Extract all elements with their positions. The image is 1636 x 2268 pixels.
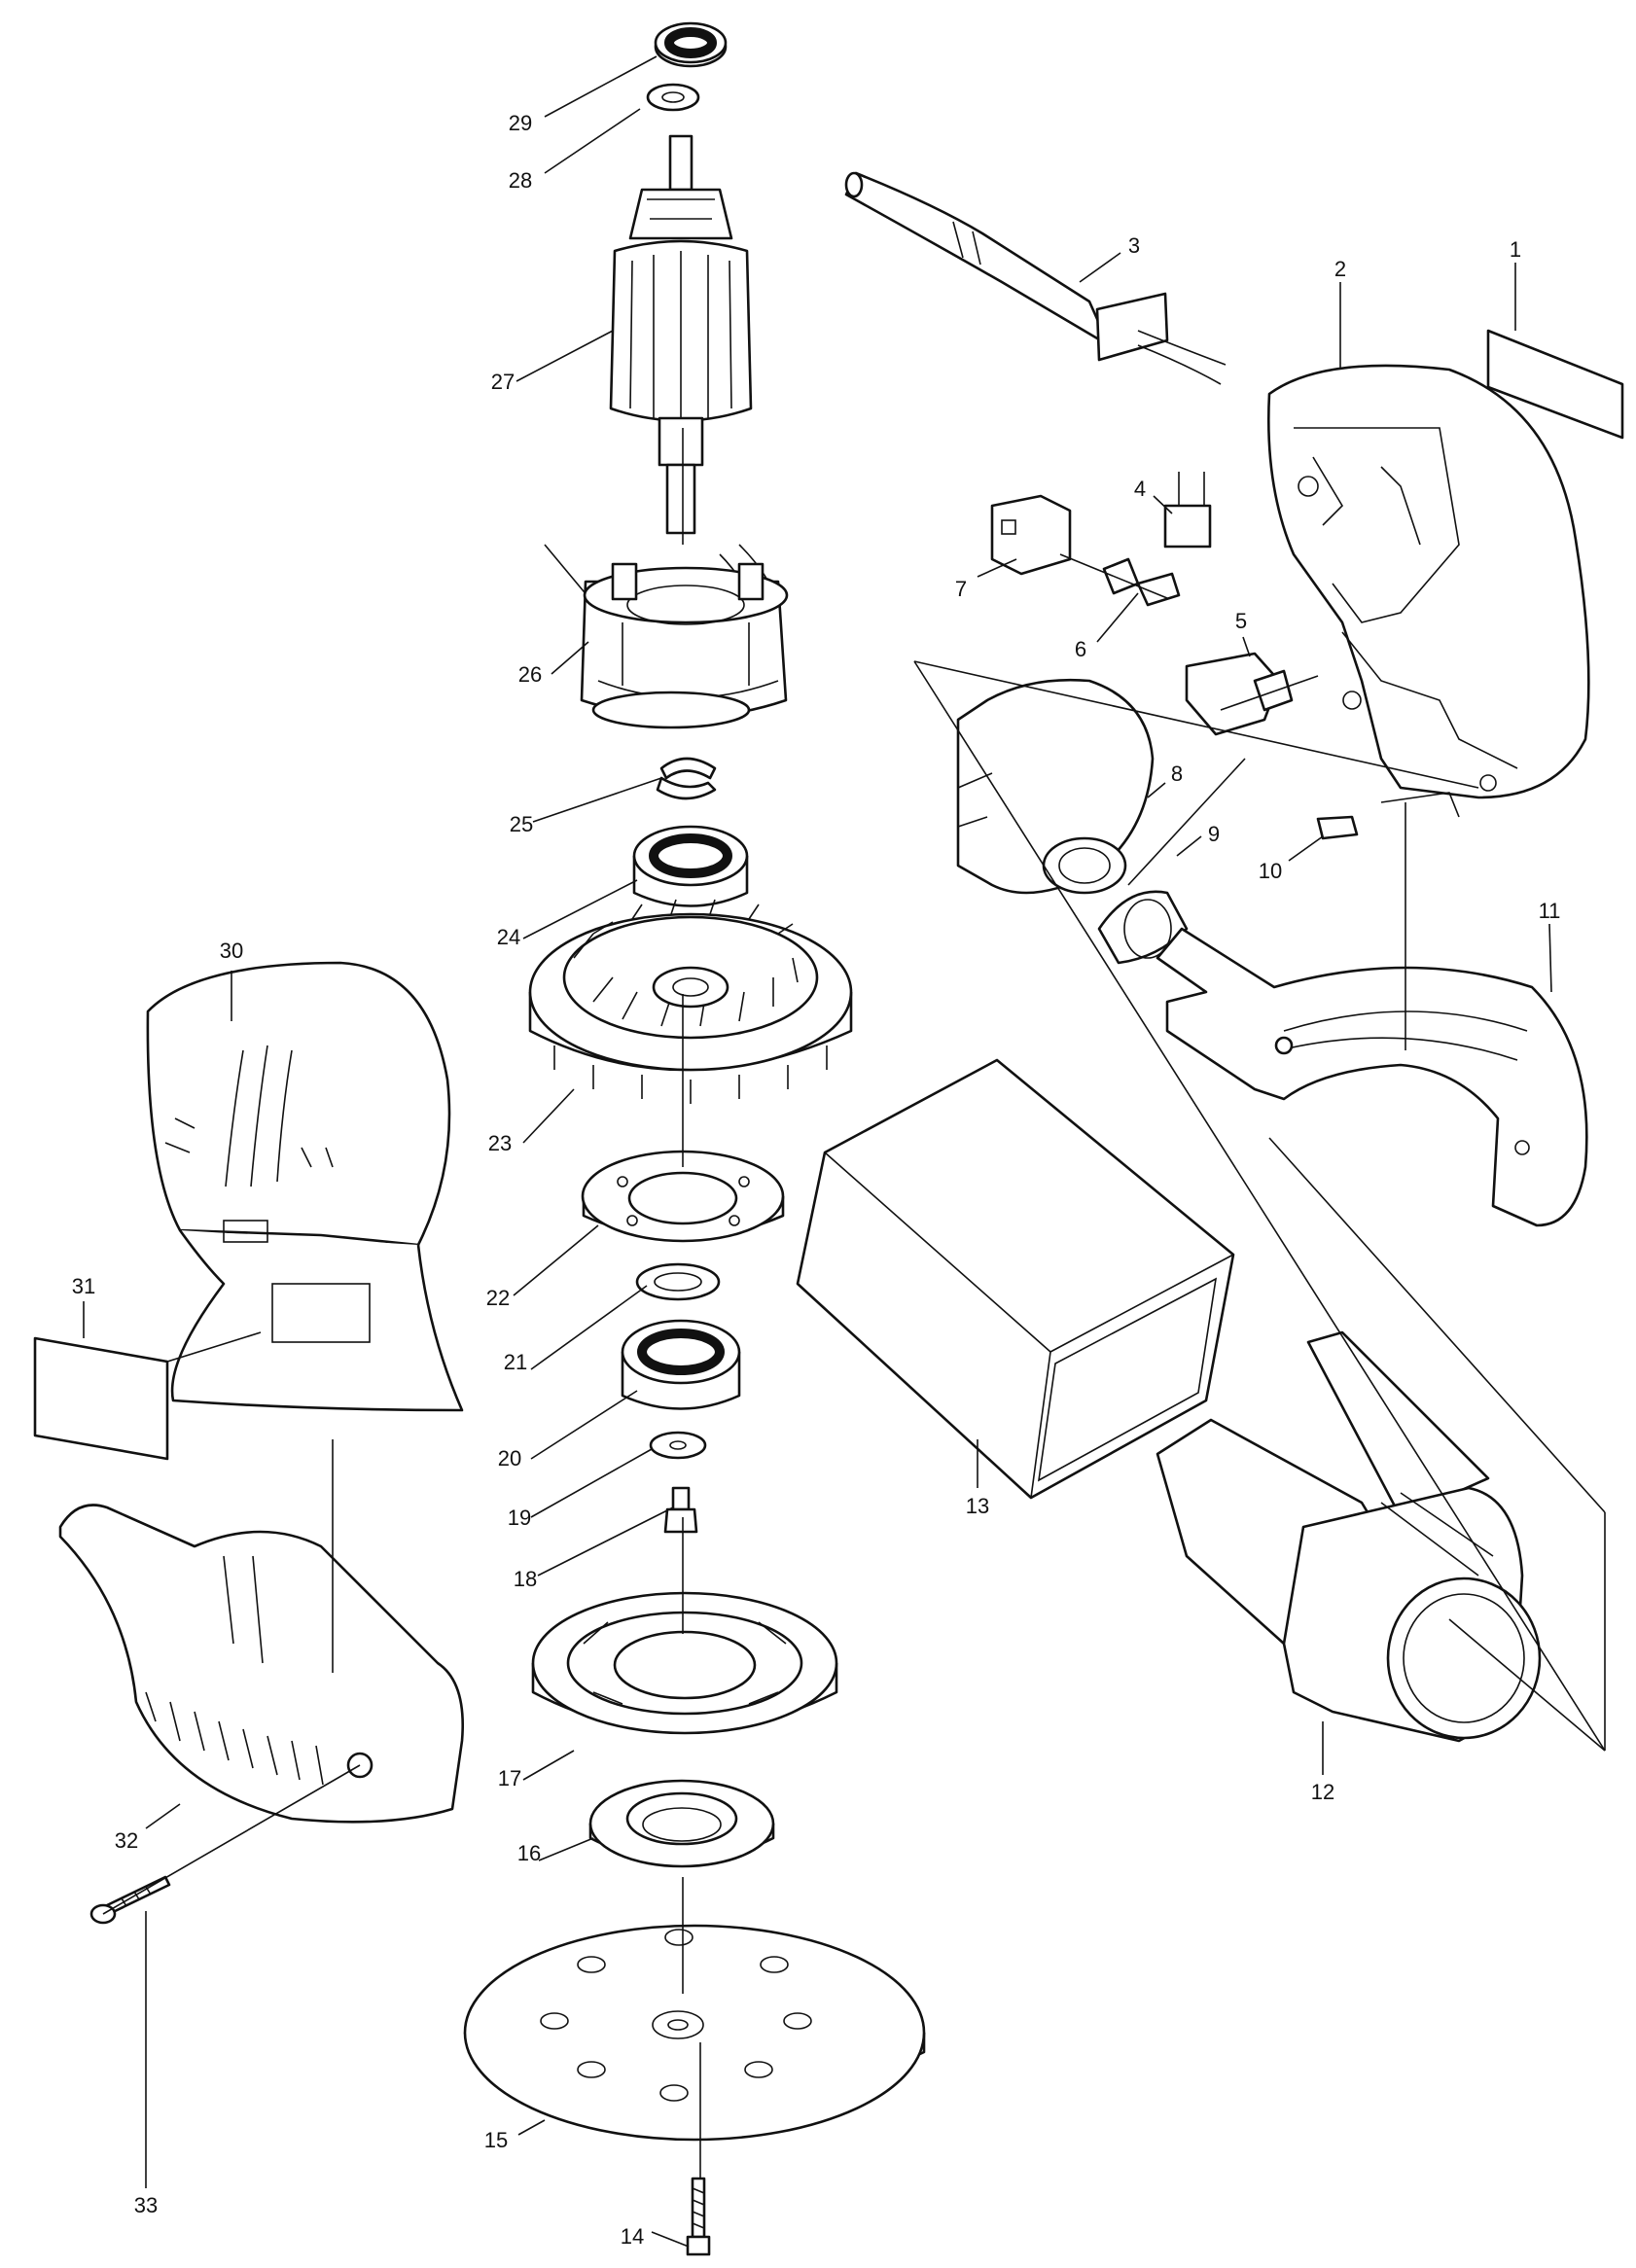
part-23-fan [528,899,853,1104]
assembly-guide-lines [332,428,1606,2179]
part-label-22: 22 [486,1286,510,1310]
part-label-21: 21 [504,1350,527,1374]
part-10-clip [1316,815,1359,840]
part-24-bearing [632,825,749,907]
part-18-bolt [663,1486,698,1534]
part-label-9: 9 [1208,822,1220,846]
part-30-motor-housing [146,961,464,1412]
part-label-31: 31 [72,1274,95,1298]
part-27-armature [609,134,753,535]
part-label-32: 32 [115,1828,138,1853]
part-31-label [33,1336,169,1461]
part-label-28: 28 [509,168,532,193]
part-label-29: 29 [509,111,532,135]
part-label-19: 19 [508,1506,531,1530]
part-label-17: 17 [498,1766,521,1790]
part-label-18: 18 [514,1567,537,1591]
part-15-sanding-pad [463,1924,926,2142]
part-label-7: 7 [955,577,967,601]
part-25-retaining-ring [656,757,717,800]
part-label-1: 1 [1510,237,1521,262]
part-12-dust-box [1156,1330,1542,1743]
part-label-5: 5 [1235,609,1247,633]
part-5-switch [1185,652,1294,736]
part-22-bearing-retainer [581,1150,785,1243]
part-20-bearing [621,1319,741,1410]
part-label-2: 2 [1334,257,1346,281]
part-7-switch-block [990,494,1072,576]
part-28-washer [646,83,700,112]
part-label-3: 3 [1128,233,1140,258]
part-1-label [1486,329,1624,440]
part-label-30: 30 [220,939,243,963]
part-label-14: 14 [621,2224,644,2249]
part-label-16: 16 [517,1841,541,1865]
part-17-balancer [531,1591,838,1735]
part-number-labels: 1 2 3 4 5 6 7 8 9 10 11 12 13 14 15 16 1… [72,111,1561,2249]
part-26-field [544,544,789,729]
part-4-brush-holder [1163,472,1212,549]
part-label-23: 23 [488,1131,512,1155]
part-label-4: 4 [1134,477,1146,501]
part-label-10: 10 [1259,859,1282,883]
leader-lines [83,55,1552,2248]
part-label-26: 26 [518,662,542,687]
part-label-27: 27 [491,370,515,394]
part-6-carbon-brush [1102,557,1181,607]
part-label-8: 8 [1171,762,1183,786]
part-33-screw [89,1875,171,1925]
part-11-nozzle-frame [1156,927,1588,1227]
part-label-20: 20 [498,1446,521,1471]
part-9-ring [1097,890,1189,965]
part-label-33: 33 [134,2193,158,2217]
part-19-washer [649,1431,707,1460]
part-label-25: 25 [510,812,533,836]
part-8-dust-nozzle-housing [956,678,1155,895]
part-16-pad-holder [588,1779,775,1868]
part-14-screw [686,2177,711,2256]
part-label-6: 6 [1075,637,1086,661]
part-3-cord-guard [844,171,1227,385]
part-2-handle-housing [1266,364,1590,799]
part-13-dust-bag [796,1058,1235,1500]
part-label-12: 12 [1311,1780,1334,1804]
part-29-bearing [654,21,728,68]
part-label-13: 13 [966,1494,989,1518]
part-21-washer [635,1262,721,1301]
part-32-dust-cover [58,1504,464,1824]
part-label-11: 11 [1539,899,1561,923]
part-label-24: 24 [497,925,520,949]
part-label-15: 15 [484,2128,508,2152]
